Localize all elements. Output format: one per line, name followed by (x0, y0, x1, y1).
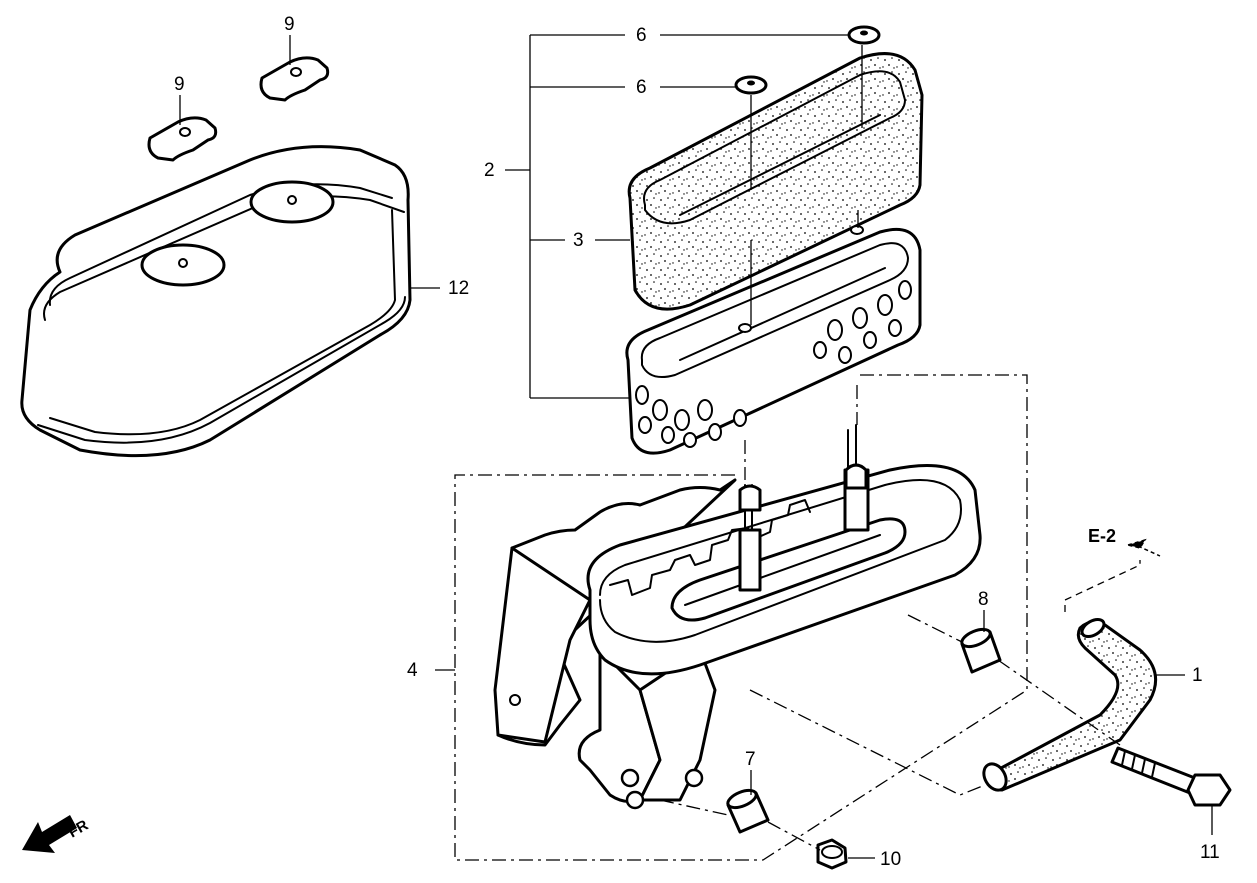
grommet-upper (847, 25, 881, 45)
callout-6-lower: 6 (636, 77, 647, 98)
front-direction: FR (22, 815, 91, 853)
leader-lines (179, 34, 1213, 859)
collar-lower (726, 788, 770, 834)
callout-1: 1 (1192, 665, 1203, 686)
reference-label: E-2 (1088, 526, 1116, 546)
callout-6-upper: 6 (636, 25, 647, 46)
dash-frames (454, 374, 1141, 861)
flange-nut (816, 838, 848, 870)
grommet-lower (734, 75, 768, 95)
callout-9-left: 9 (174, 74, 185, 95)
callout-12: 12 (448, 278, 469, 299)
reference-e2: E-2 (1088, 526, 1161, 557)
callout-3: 3 (573, 230, 584, 251)
callout-4: 4 (407, 660, 418, 681)
paper-element (625, 225, 922, 455)
foam-element (627, 52, 924, 311)
callout-2: 2 (484, 160, 495, 181)
wing-nut-upper (259, 56, 330, 102)
breather-tube (982, 617, 1158, 792)
callout-numbers: 6 6 2 3 4 12 9 9 8 7 1 10 11 (174, 14, 1220, 870)
reference-arrow-icon (1125, 538, 1161, 557)
air-cleaner-case (493, 424, 982, 810)
callout-7: 7 (745, 749, 756, 770)
callout-9-right: 9 (284, 14, 295, 35)
flange-bolt (1110, 746, 1232, 807)
callout-8: 8 (978, 589, 989, 610)
air-cleaner-cover (20, 145, 412, 458)
callout-10: 10 (880, 849, 901, 870)
callout-11: 11 (1200, 842, 1220, 863)
collar-upper (960, 627, 1002, 674)
wing-nut-lower (147, 116, 218, 162)
front-arrow-icon (22, 815, 77, 853)
